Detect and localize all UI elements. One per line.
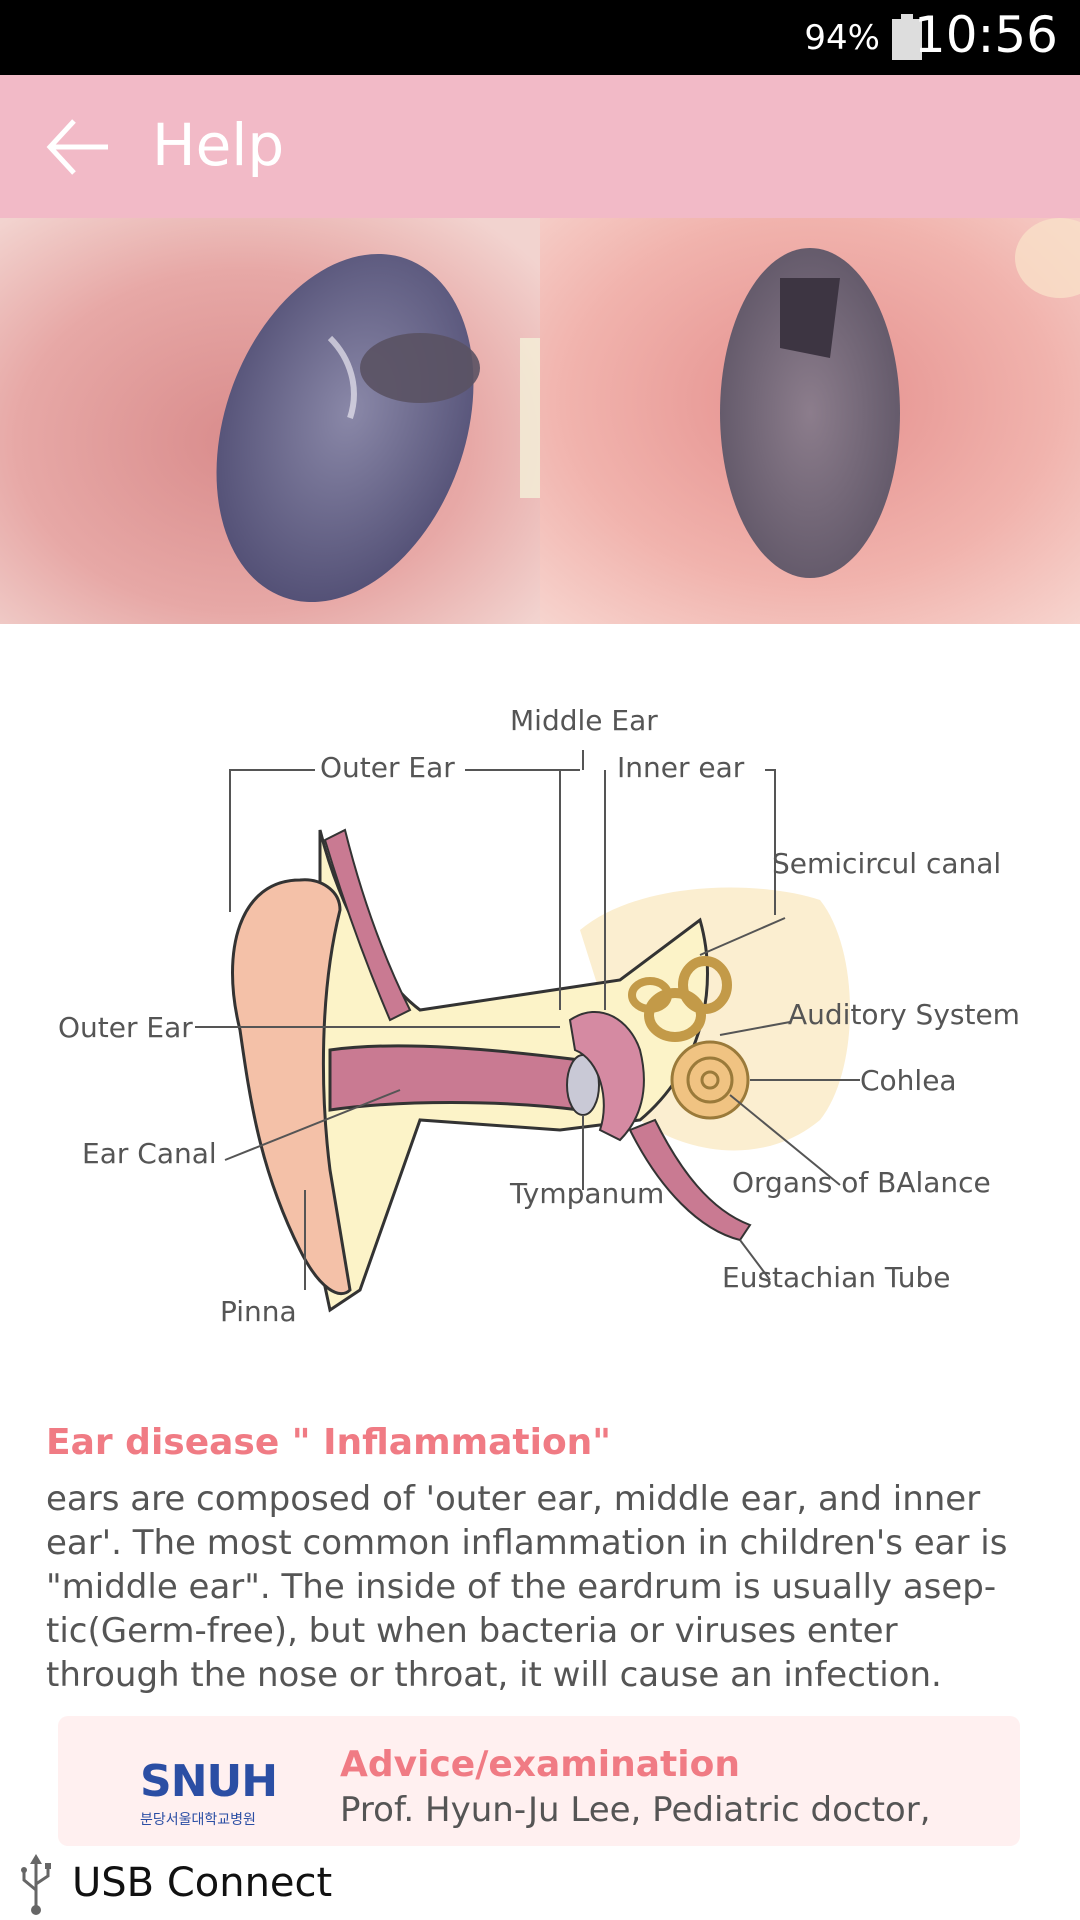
app-bar: Help: [0, 75, 1080, 218]
battery-percentage: 94%: [804, 18, 880, 58]
article-body: ears are composed of 'outer ear, middle …: [46, 1479, 1008, 1695]
label-outer-ear-left: Outer Ear: [58, 1011, 193, 1044]
label-ear-canal: Ear Canal: [82, 1137, 217, 1170]
usb-icon: [21, 1854, 51, 1915]
label-pinna: Pinna: [220, 1295, 297, 1328]
label-semicircular-canal: Semicircul canal: [772, 847, 1001, 880]
clock: 10:56: [913, 6, 1058, 64]
eardrum-photo-left: [0, 218, 540, 624]
battery-icon: [892, 14, 922, 60]
advice-heading: Advice/examination: [340, 1744, 740, 1785]
status-bar: 94% 10:56: [0, 0, 1080, 75]
usb-notification-text: USB Connect: [72, 1860, 333, 1906]
advice-card: SNUH 분당서울대학교병원 Advice/examination Prof. …: [58, 1716, 1020, 1846]
back-arrow-icon[interactable]: [44, 117, 114, 177]
eardrum-photo-right: [540, 218, 1080, 624]
label-auditory-system: Auditory System: [788, 998, 1020, 1031]
logo-subtext: 분당서울대학교병원: [140, 1812, 256, 1828]
otoscope-photos: [0, 218, 1080, 624]
label-cochlea: Cohlea: [860, 1064, 957, 1097]
article: Ear disease " Inflammation" ears are com…: [46, 1422, 1036, 1697]
advice-text: Prof. Hyun-Ju Lee, Pediatric doctor,: [340, 1790, 931, 1830]
snuh-logo: SNUH 분당서울대학교병원: [140, 1756, 278, 1829]
label-eustachian-tube: Eustachian Tube: [722, 1261, 950, 1294]
label-outer-ear-top: Outer Ear: [320, 751, 455, 784]
ear-anatomy-svg: Middle Ear Outer Ear Inner ear Semicircu…: [58, 704, 1020, 1328]
logo-text: SNUH: [140, 1756, 278, 1807]
page-title: Help: [152, 111, 285, 179]
usb-notification[interactable]: USB Connect: [0, 1848, 1080, 1920]
ear-anatomy-diagram: Middle Ear Outer Ear Inner ear Semicircu…: [0, 650, 1080, 1350]
label-organs-of-balance: Organs of BAlance: [732, 1166, 991, 1199]
label-tympanum: Tympanum: [509, 1177, 664, 1210]
label-middle-ear: Middle Ear: [510, 704, 658, 737]
article-heading: Ear disease " Inflammation": [46, 1422, 612, 1463]
label-inner-ear: Inner ear: [617, 751, 745, 784]
